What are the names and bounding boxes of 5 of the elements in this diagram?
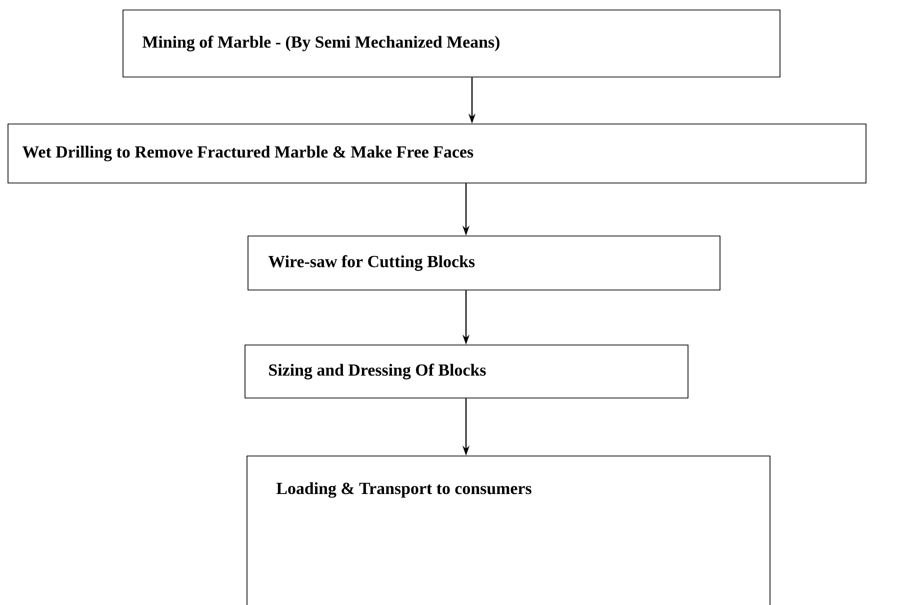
process-box: Wire-saw for Cutting Blocks — [248, 236, 720, 290]
process-box: Loading & Transport to consumers — [246, 456, 770, 605]
process-box: Sizing and Dressing Of Blocks — [244, 344, 688, 398]
process-box: Mining of Marble - (By Semi Mechanized Means) — [122, 10, 780, 78]
process-box: Wet Drilling to Remove Fractured Marble & Make Free Faces — [8, 124, 866, 184]
